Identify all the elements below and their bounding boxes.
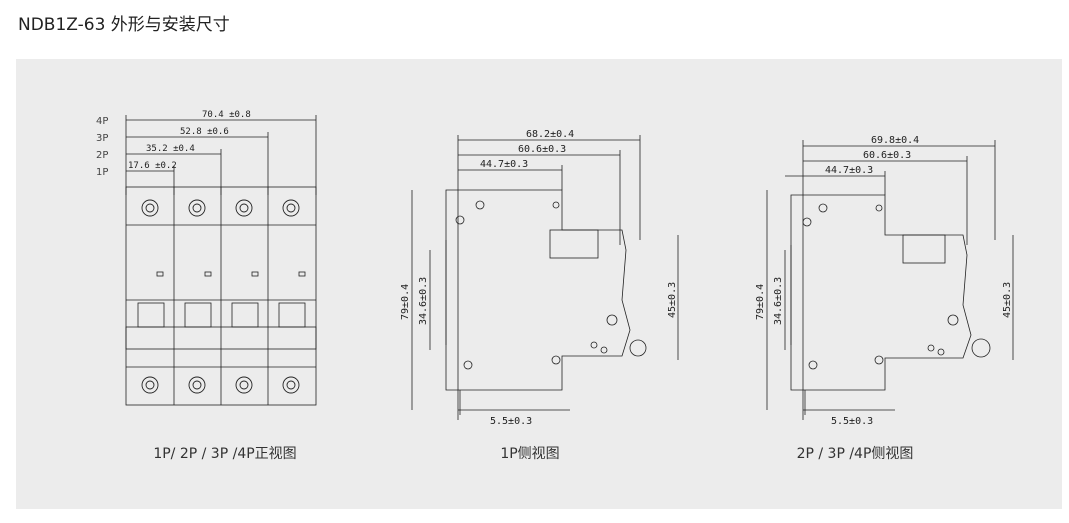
side1p-dim-height: 79±0.4 [400, 284, 411, 320]
width-3p: 52.8 ±0.6 [180, 127, 229, 137]
side1p-dim-bottom: 5.5±0.3 [490, 416, 532, 427]
width-4p: 70.4 ±0.8 [202, 110, 251, 120]
front-view-caption: 1P/ 2P / 3P /4P正视图 [153, 446, 297, 462]
pole-label-2p: 2P [96, 150, 108, 161]
sidemulti-dim-top-3: 44.7±0.3 [825, 165, 873, 176]
width-2p: 35.2 ±0.4 [146, 144, 195, 154]
pole-label-1p: 1P [96, 167, 108, 178]
sidemulti-dim-bottom: 5.5±0.3 [831, 416, 873, 427]
side1p-dim-top-2: 60.6±0.3 [518, 144, 566, 155]
side1p-dim-mid: 34.6±0.3 [418, 277, 429, 325]
sidemulti-dim-right: 45±0.3 [1002, 282, 1013, 318]
side-view-multi-drawing: 69.8±0.4 60.6±0.3 44.7±0.3 5.5±0.3 79±0.… [755, 135, 1014, 427]
pole-label-3p: 3P [96, 133, 108, 144]
sidemulti-dim-top-2: 60.6±0.3 [863, 150, 911, 161]
page-title: NDB1Z-63 外形与安装尺寸 [18, 15, 230, 35]
sidemulti-dim-height: 79±0.4 [755, 284, 766, 320]
side1p-dim-right: 45±0.3 [667, 282, 678, 318]
side1p-dim-top-3: 44.7±0.3 [480, 159, 528, 170]
width-1p: 17.6 ±0.2 [128, 161, 177, 171]
side1p-dim-top-1: 68.2±0.4 [526, 129, 574, 140]
sidemulti-dim-top-1: 69.8±0.4 [871, 135, 919, 146]
pole-label-4p: 4P [96, 116, 108, 127]
front-view-drawing: 4P 3P 2P 1P 70.4 ±0.8 52.8 ±0.6 35.2 ±0.… [96, 110, 317, 406]
sidemulti-dim-mid: 34.6±0.3 [773, 277, 784, 325]
side-view-1p-caption: 1P侧视图 [500, 446, 560, 462]
side-view-multi-caption: 2P / 3P /4P侧视图 [796, 446, 914, 462]
drawing-panel [16, 59, 1062, 509]
side-view-1p-drawing: 68.2±0.4 60.6±0.3 44.7±0.3 5.5±0.3 79±0.… [400, 129, 679, 427]
